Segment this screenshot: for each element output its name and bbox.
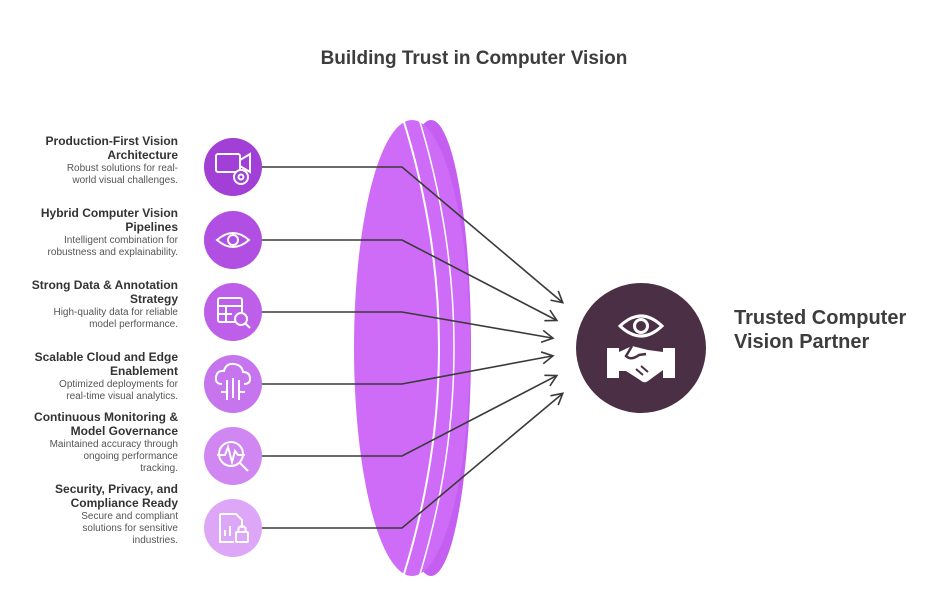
item-text-cloud-edge: Scalable Cloud and Edge Enablement Optim… — [20, 350, 178, 403]
item-desc-line: model performance. — [89, 319, 178, 330]
item-icon-badge — [204, 283, 262, 341]
item-icon-badge — [204, 499, 262, 557]
item-description: Maintained accuracy through ongoing perf… — [20, 439, 178, 475]
result-label: Trusted Computer Vision Partner — [734, 306, 934, 354]
table-search-icon — [217, 297, 251, 329]
item-title: Security, Privacy, and Compliance Ready — [20, 482, 178, 510]
eye-icon — [215, 232, 251, 248]
item-description: Secure and compliant solutions for sensi… — [20, 511, 178, 547]
connector-arrow — [262, 392, 565, 529]
diagram-title: Building Trust in Computer Vision — [320, 48, 628, 69]
item-desc-line: Secure and compliant — [81, 511, 178, 522]
item-desc-line: High-quality data for reliable — [53, 307, 178, 318]
item-desc-line: real-time visual analytics. — [66, 391, 178, 402]
cloud-circuit-icon — [214, 362, 252, 400]
item-desc-line: ongoing performance — [83, 451, 178, 462]
result-label-line: Trusted Computer — [734, 307, 907, 329]
item-description: Intelligent combination for robustness a… — [20, 235, 178, 259]
item-icon-badge — [204, 355, 262, 413]
icon-circle — [204, 211, 262, 269]
icon-circle — [204, 499, 262, 557]
item-desc-line: solutions for sensitive — [82, 523, 178, 534]
item-desc-line: Optimized deployments for — [59, 379, 178, 390]
connector-arrow — [262, 166, 565, 304]
item-text-security-compliance: Security, Privacy, and Compliance Ready … — [20, 482, 178, 547]
item-text-production-first: Production-First Vision Architecture Rob… — [20, 134, 178, 187]
item-title-line: Strategy — [129, 292, 178, 306]
item-title: Production-First Vision Architecture — [20, 134, 178, 162]
item-icon-badge — [204, 427, 262, 485]
item-desc-line: tracking. — [140, 463, 178, 474]
item-title: Scalable Cloud and Edge Enablement — [20, 350, 178, 378]
item-title-line: Compliance Ready — [70, 496, 178, 510]
item-description: High-quality data for reliable model per… — [20, 307, 178, 331]
result-badge — [576, 283, 706, 413]
item-text-monitoring-governance: Continuous Monitoring & Model Governance… — [20, 410, 178, 475]
item-text-hybrid-pipelines: Hybrid Computer Vision Pipelines Intelli… — [20, 206, 178, 259]
result-label-line: Vision Partner — [734, 331, 870, 353]
item-title: Strong Data & Annotation Strategy — [20, 278, 178, 306]
item-title-line: Model Governance — [70, 424, 178, 438]
item-title-line: Hybrid Computer Vision — [40, 206, 178, 220]
item-desc-line: industries. — [132, 535, 178, 546]
lens-highlight-line — [419, 121, 455, 575]
video-camera-icon — [215, 152, 251, 185]
connector-arrow — [262, 239, 559, 322]
item-title-line: Architecture — [107, 148, 178, 162]
item-icon-badge — [204, 211, 262, 269]
item-desc-line: Robust solutions for real- — [66, 163, 178, 174]
item-title-line: Scalable Cloud and Edge — [34, 350, 178, 364]
item-desc-line: robustness and explainability. — [47, 247, 178, 258]
item-text-data-annotation: Strong Data & Annotation Strategy High-q… — [20, 278, 178, 331]
document-lock-icon — [219, 513, 249, 543]
connectors — [262, 166, 565, 529]
icon-circle — [204, 283, 262, 341]
item-icon-badge — [204, 138, 262, 196]
icon-circle — [204, 138, 262, 196]
item-description: Robust solutions for real- world visual … — [20, 163, 178, 187]
connector-arrow — [262, 374, 559, 457]
item-title-line: Enablement — [109, 364, 178, 378]
eye-handshake-icon — [607, 314, 675, 383]
item-desc-line: Maintained accuracy through — [49, 439, 178, 450]
connector-arrow — [262, 311, 555, 343]
item-title-line: Strong Data & Annotation — [31, 278, 178, 292]
lens — [354, 120, 471, 576]
item-title: Continuous Monitoring & Model Governance — [20, 410, 178, 438]
item-title-line: Production-First Vision — [45, 134, 178, 148]
item-title: Hybrid Computer Vision Pipelines — [20, 206, 178, 234]
connector-arrow — [262, 351, 555, 385]
item-description: Optimized deployments for real-time visu… — [20, 379, 178, 403]
result-circle — [576, 283, 706, 413]
item-desc-line: Intelligent combination for — [64, 235, 178, 246]
item-title-line: Security, Privacy, and — [55, 482, 178, 496]
lens-front — [354, 120, 470, 576]
item-title-line: Continuous Monitoring & — [34, 410, 178, 424]
item-title-line: Pipelines — [125, 220, 178, 234]
heartbeat-search-icon — [217, 441, 249, 472]
item-desc-line: world visual challenges. — [72, 175, 178, 186]
